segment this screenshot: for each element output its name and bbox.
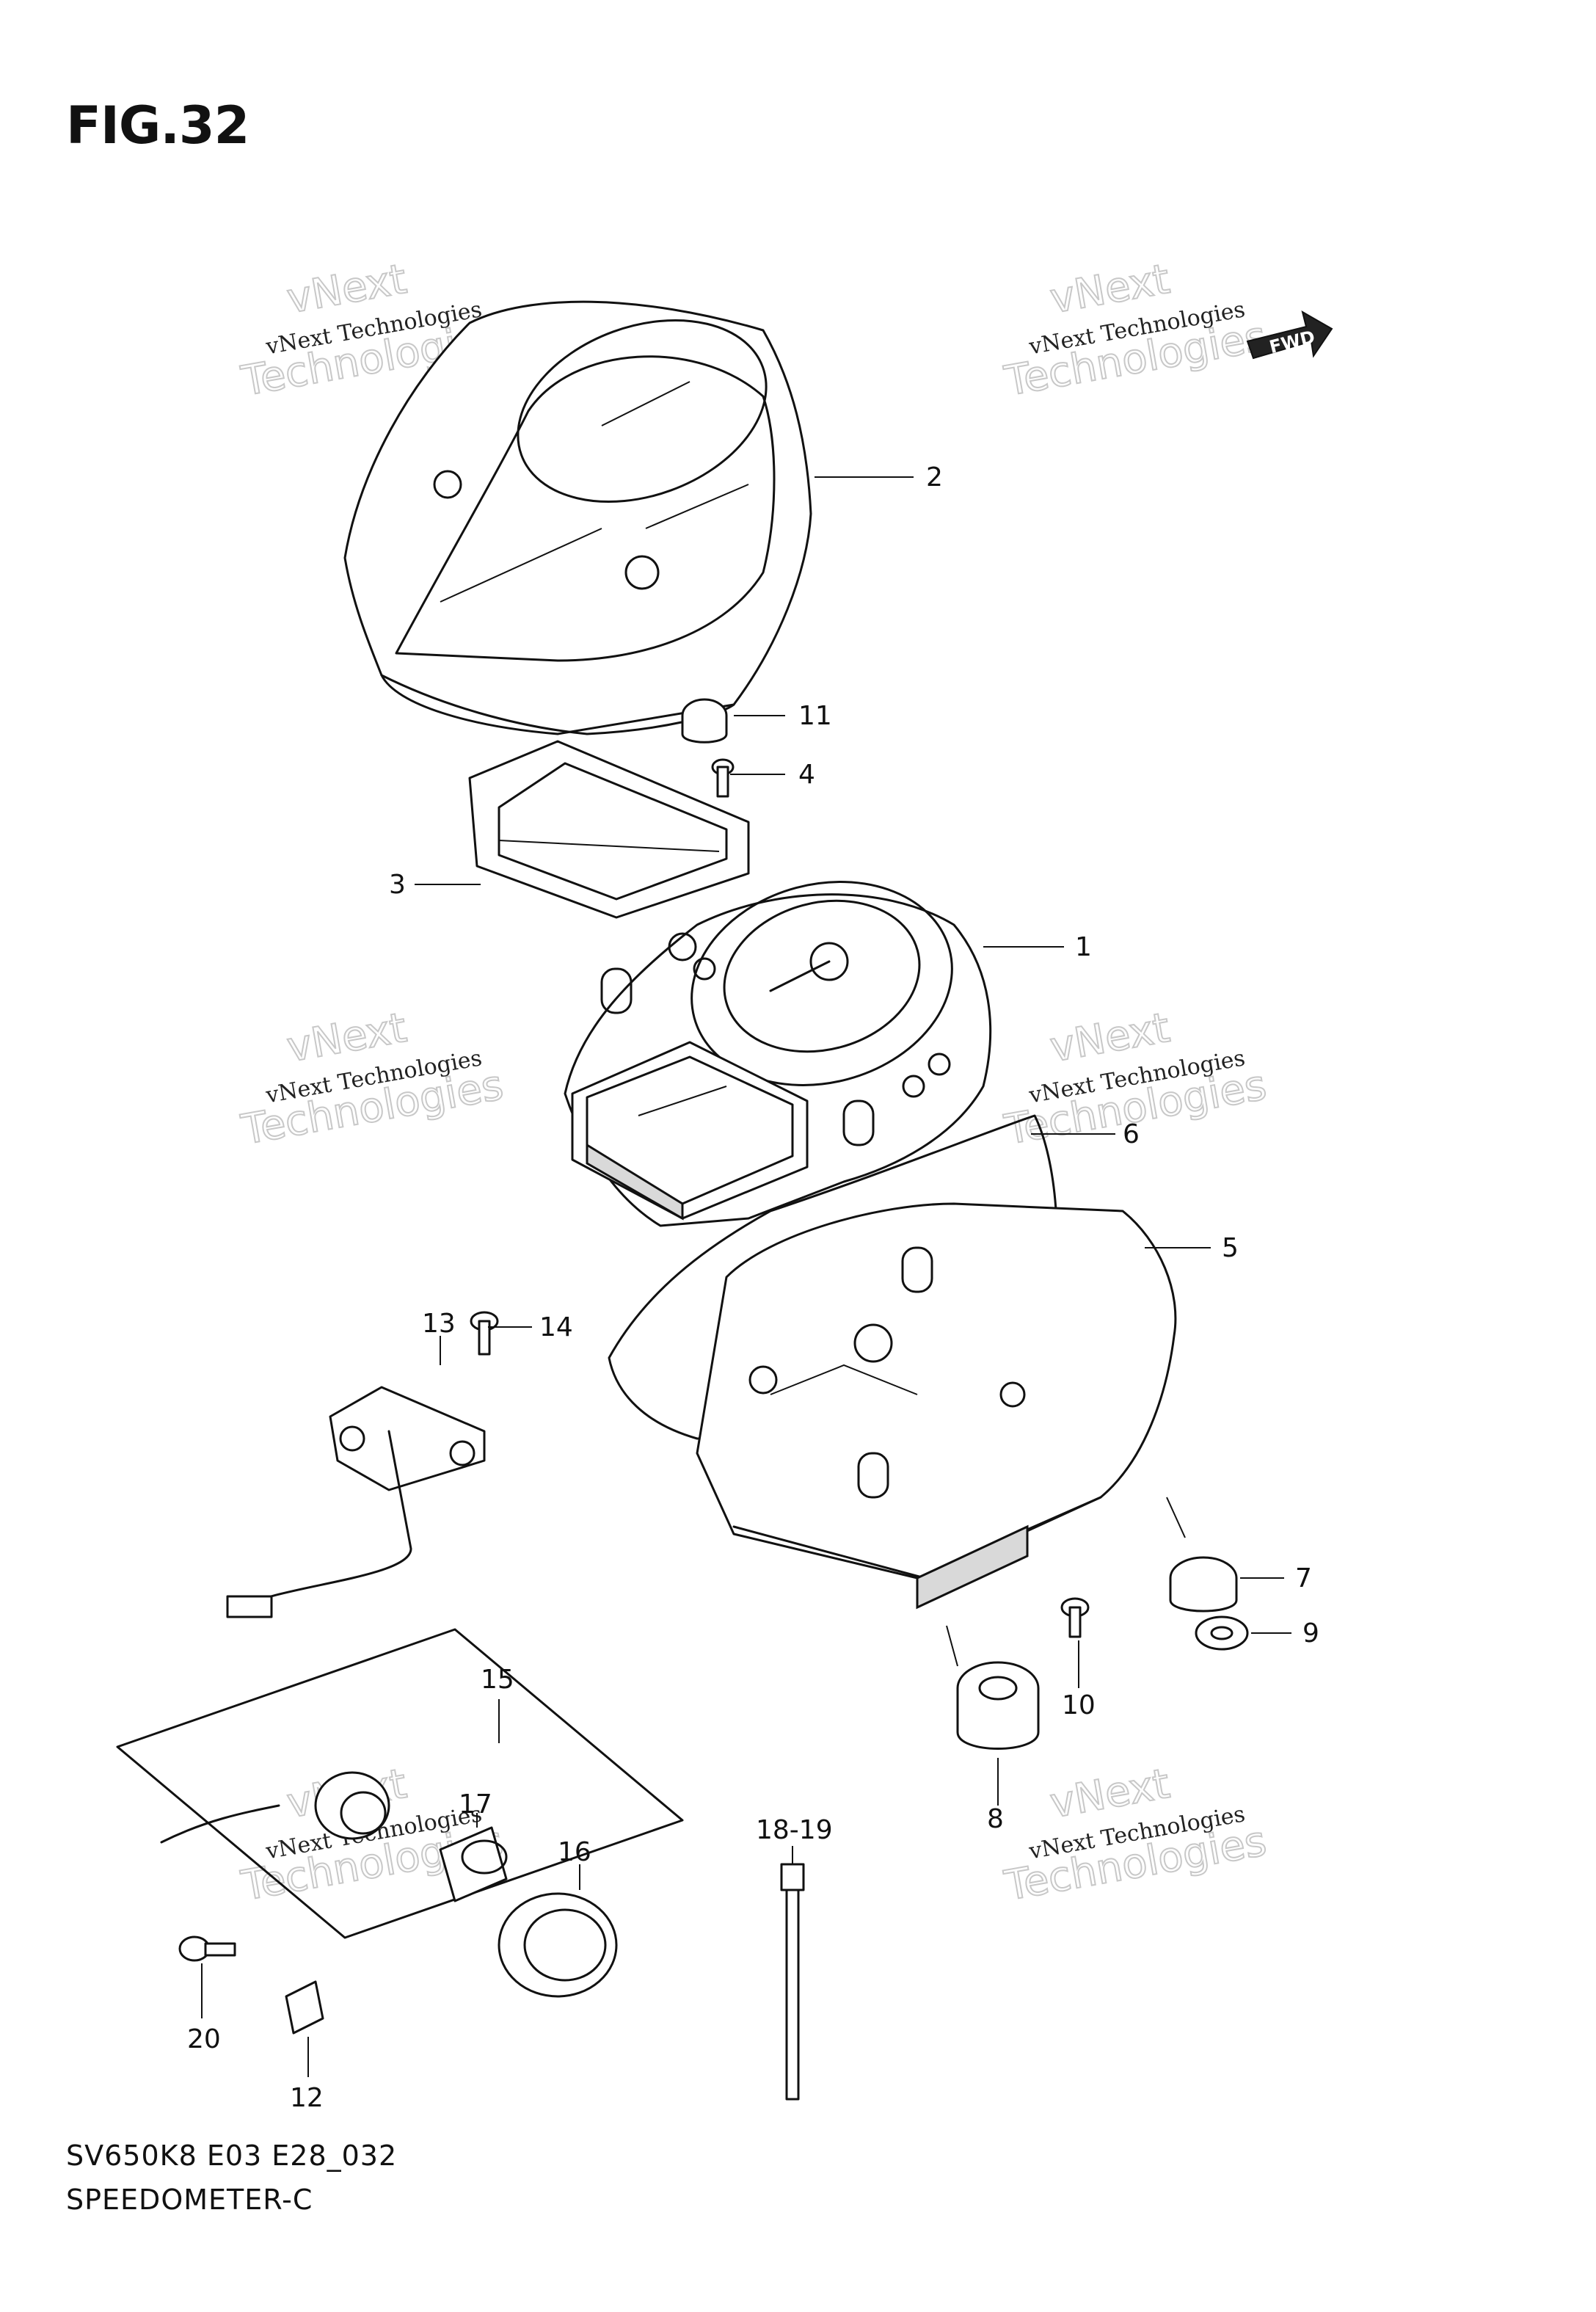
callout-20: 20 (187, 2024, 221, 2054)
watermark-6: vNext vNext Technologies Technologies (1000, 1759, 1271, 1911)
watermark-3: vNext vNext Technologies Technologies (237, 1003, 508, 1155)
part-18-19-cable-tie (780, 1863, 805, 2101)
callout-16: 16 (558, 1837, 591, 1867)
callout-7: 7 (1295, 1563, 1312, 1593)
part-1-meter-assembly (564, 881, 992, 1227)
callout-4: 4 (798, 760, 815, 790)
part-15-socket-set (116, 1628, 684, 1939)
part-4-screw (711, 758, 735, 798)
figure-title: FIG.32 (66, 95, 249, 156)
callout-labels: 2 11 4 3 1 6 5 13 14 7 9 10 8 15 17 16 1… (187, 462, 1319, 2113)
callout-3: 3 (389, 870, 406, 900)
part-3-lens-panel (468, 740, 750, 919)
callout-17: 17 (459, 1789, 492, 1820)
diagram-subtitle: SPEEDOMETER-C (66, 2184, 313, 2216)
callout-14: 14 (539, 1312, 573, 1342)
callout-2: 2 (926, 462, 943, 492)
callout-6: 6 (1123, 1119, 1140, 1149)
callout-12: 12 (290, 2083, 324, 2113)
part-10-screw (1060, 1597, 1090, 1638)
callout-9: 9 (1302, 1618, 1319, 1648)
fwd-label: FWD (1267, 327, 1317, 357)
part-14-bolt (470, 1311, 499, 1356)
callout-13: 13 (422, 1309, 456, 1339)
model-code: SV650K8 E03 E28_032 (66, 2140, 398, 2172)
part-5-meter-case (696, 1202, 1177, 1610)
watermark-2: vNext vNext Technologies Technologies (1000, 255, 1271, 407)
callout-10: 10 (1062, 1690, 1096, 1720)
part-2-meter-cover (343, 300, 812, 735)
callout-8: 8 (987, 1804, 1004, 1834)
part-16-ring (498, 1892, 618, 1998)
callout-18-19: 18-19 (756, 1815, 833, 1845)
part-13-sensor-bracket (226, 1386, 486, 1618)
part-12-clip (285, 1980, 324, 2035)
callout-15: 15 (481, 1665, 514, 1695)
callout-5: 5 (1222, 1233, 1239, 1263)
callout-11: 11 (798, 701, 832, 731)
part-8-damper (956, 1661, 1040, 1750)
part-7-cushion (1169, 1556, 1238, 1613)
part-20-bolt (178, 1935, 236, 1962)
callout-1: 1 (1075, 932, 1092, 962)
part-9-collar (1195, 1615, 1249, 1651)
leader-lines (201, 476, 1291, 2077)
part-17-bulb (439, 1826, 508, 1902)
part-11-grommet (681, 698, 728, 744)
